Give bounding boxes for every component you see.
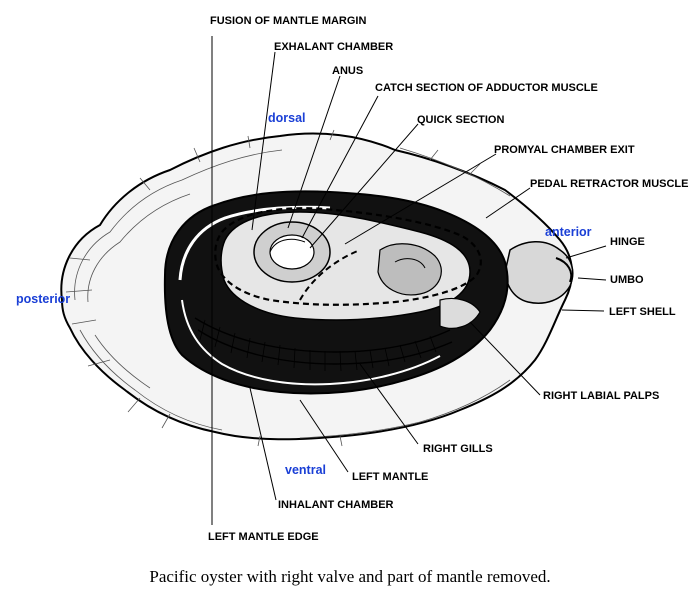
label-anus: ANUS — [332, 65, 363, 77]
leader-left-shell — [561, 309, 605, 312]
leader-quick-section — [309, 123, 419, 249]
shell-growth-lines — [65, 129, 511, 447]
promyal-chamber-outline — [214, 207, 482, 306]
oyster-illustration — [60, 129, 574, 447]
direction-anterior: anterior — [545, 225, 592, 239]
leader-pedal-retractor-muscle — [485, 187, 531, 219]
label-pedal-retractor-muscle: PEDAL RETRACTOR MUSCLE — [530, 178, 689, 190]
label-promyal-chamber-exit: PROMYAL CHAMBER EXIT — [494, 144, 635, 156]
leader-anus — [287, 75, 341, 229]
label-left-mantle-edge: LEFT MANTLE EDGE — [208, 531, 319, 543]
orientation-labels: dorsal anterior posterior ventral — [16, 111, 592, 477]
leader-right-labial-palps — [469, 321, 541, 396]
label-left-shell: LEFT SHELL — [609, 306, 676, 318]
leader-lines — [211, 36, 607, 525]
label-right-gills: RIGHT GILLS — [423, 443, 493, 455]
figure-caption: Pacific oyster with right valve and part… — [149, 567, 550, 586]
leader-umbo — [577, 277, 607, 281]
direction-dorsal: dorsal — [268, 111, 306, 125]
hinge-region — [504, 241, 574, 304]
leader-hinge — [565, 245, 607, 259]
label-fusion-of-mantle-margin: FUSION OF MANTLE MARGIN — [210, 15, 366, 27]
direction-posterior: posterior — [16, 292, 70, 306]
label-left-mantle: LEFT MANTLE — [352, 471, 428, 483]
leader-exhalant-chamber — [251, 51, 276, 231]
labels: FUSION OF MANTLE MARGIN EXHALANT CHAMBER… — [208, 15, 689, 543]
label-quick-section: QUICK SECTION — [417, 114, 504, 126]
gills — [194, 317, 453, 372]
label-right-labial-palps: RIGHT LABIAL PALPS — [543, 390, 659, 402]
leader-promyal-chamber-exit — [344, 153, 497, 245]
leader-left-mantle — [299, 399, 349, 473]
direction-ventral: ventral — [285, 463, 326, 477]
leader-right-gills — [359, 363, 419, 445]
leader-inhalant-chamber — [249, 387, 277, 501]
label-hinge: HINGE — [610, 236, 645, 248]
label-catch-section: CATCH SECTION OF ADDUCTOR MUSCLE — [375, 82, 598, 94]
leader-catch-section — [301, 95, 379, 239]
label-exhalant-chamber: EXHALANT CHAMBER — [274, 41, 393, 53]
label-inhalant-chamber: INHALANT CHAMBER — [278, 499, 394, 511]
label-umbo: UMBO — [610, 274, 644, 286]
